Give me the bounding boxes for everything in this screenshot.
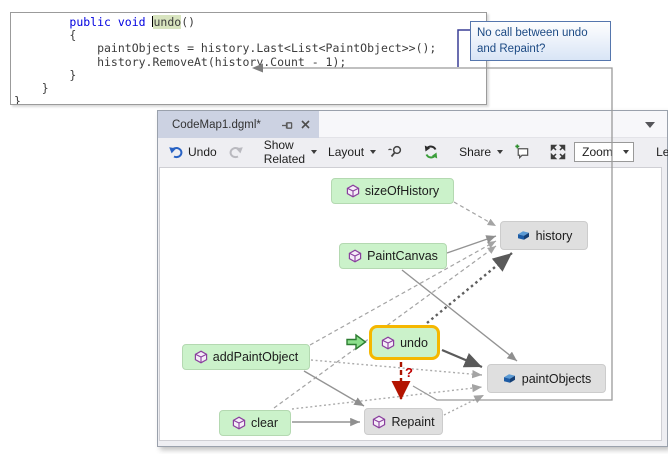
chevron-down-icon	[497, 150, 504, 154]
field-icon	[517, 231, 529, 240]
node-label: sizeOfHistory	[364, 184, 440, 198]
tab-title: CodeMap1.dgml*	[172, 118, 261, 131]
node-label: Repaint	[391, 414, 435, 429]
layout-label: Layout	[328, 145, 365, 159]
tab-list-dropdown-icon[interactable]	[645, 122, 655, 128]
code-line: public void undo()	[69, 15, 196, 29]
undo-button[interactable]: Undo	[165, 142, 220, 162]
method-icon	[232, 416, 246, 430]
share-label: Share	[459, 145, 492, 159]
graph-canvas: sizeOfHistory history PaintCanvas undo a…	[159, 167, 662, 441]
node-label: history	[535, 228, 573, 243]
pin-icon[interactable]	[281, 118, 294, 132]
code-line: }	[14, 81, 49, 96]
layout-dropdown[interactable]: Layout	[325, 143, 379, 161]
code-keyword: public void	[69, 15, 153, 29]
find-node-button[interactable]	[384, 142, 406, 162]
new-comment-button[interactable]	[511, 142, 533, 162]
graph-edges	[273, 201, 518, 427]
code-snippet: public void undo() { paintObjects = hist…	[10, 12, 487, 105]
node-clear[interactable]: clear	[219, 410, 291, 436]
node-sizeOfHistory[interactable]: sizeOfHistory	[331, 178, 454, 204]
node-label: addPaintObject	[212, 350, 299, 364]
fit-to-screen-button[interactable]	[547, 142, 569, 162]
current-location-arrow-icon	[346, 333, 367, 351]
show-related-label: Show Related	[263, 138, 306, 166]
redo-button[interactable]	[225, 142, 247, 162]
tab-codemap[interactable]: CodeMap1.dgml*	[158, 111, 319, 138]
node-label: PaintCanvas	[367, 249, 438, 263]
node-label: undo	[400, 335, 428, 350]
comment-plus-icon	[514, 144, 530, 160]
node-addPaintObject[interactable]: addPaintObject	[182, 344, 310, 370]
method-icon	[346, 184, 360, 198]
question-edge-label: ?	[405, 365, 413, 380]
node-Repaint[interactable]: Repaint	[364, 408, 443, 435]
tab-bar: CodeMap1.dgml*	[158, 111, 667, 138]
chevron-down-icon	[622, 150, 629, 154]
undo-label: Undo	[188, 145, 217, 159]
legend-label: Legend	[656, 145, 668, 159]
undo-icon	[168, 144, 184, 160]
code-line: }	[14, 94, 21, 105]
node-history[interactable]: history	[500, 221, 588, 250]
zoom-label: Zoom	[582, 145, 613, 159]
annotation-callout: No call between undo and Repaint?	[470, 21, 611, 62]
code-line: {	[14, 28, 77, 43]
code-line: history.RemoveAt(history.Count - 1);	[14, 54, 347, 69]
method-icon	[381, 336, 395, 349]
share-dropdown[interactable]: Share	[456, 143, 506, 161]
refresh-icon	[423, 144, 439, 160]
chevron-down-icon	[311, 150, 318, 154]
node-label: clear	[250, 416, 279, 430]
method-icon	[348, 249, 362, 263]
code-line: paintObjects = history.Last<List<PaintOb…	[14, 41, 437, 56]
codemap-toolbar: Undo Show Related Layout	[158, 136, 668, 168]
node-PaintCanvas[interactable]: PaintCanvas	[339, 243, 447, 269]
fit-to-screen-icon	[550, 144, 566, 160]
highlighted-method-name: undo	[153, 15, 182, 29]
legend-button[interactable]: Legend	[648, 142, 668, 162]
redo-icon	[228, 144, 244, 160]
field-icon	[503, 374, 515, 383]
node-label: paintObjects	[521, 371, 592, 386]
magnifier-icon	[387, 144, 403, 160]
refresh-button[interactable]	[420, 142, 442, 162]
code-line: }	[14, 67, 77, 82]
callout-text: No call between undo and Repaint?	[477, 27, 588, 56]
show-related-dropdown[interactable]: Show Related	[261, 136, 320, 168]
zoom-dropdown[interactable]: Zoom	[574, 142, 635, 162]
method-icon	[194, 350, 207, 364]
method-icon	[373, 415, 386, 428]
chevron-down-icon	[370, 150, 377, 154]
codemap-window: CodeMap1.dgml* Undo	[157, 110, 668, 447]
node-undo[interactable]: undo	[369, 325, 440, 360]
text-cursor	[152, 16, 154, 27]
close-icon[interactable]	[300, 118, 311, 132]
node-paintObjects[interactable]: paintObjects	[487, 364, 606, 393]
